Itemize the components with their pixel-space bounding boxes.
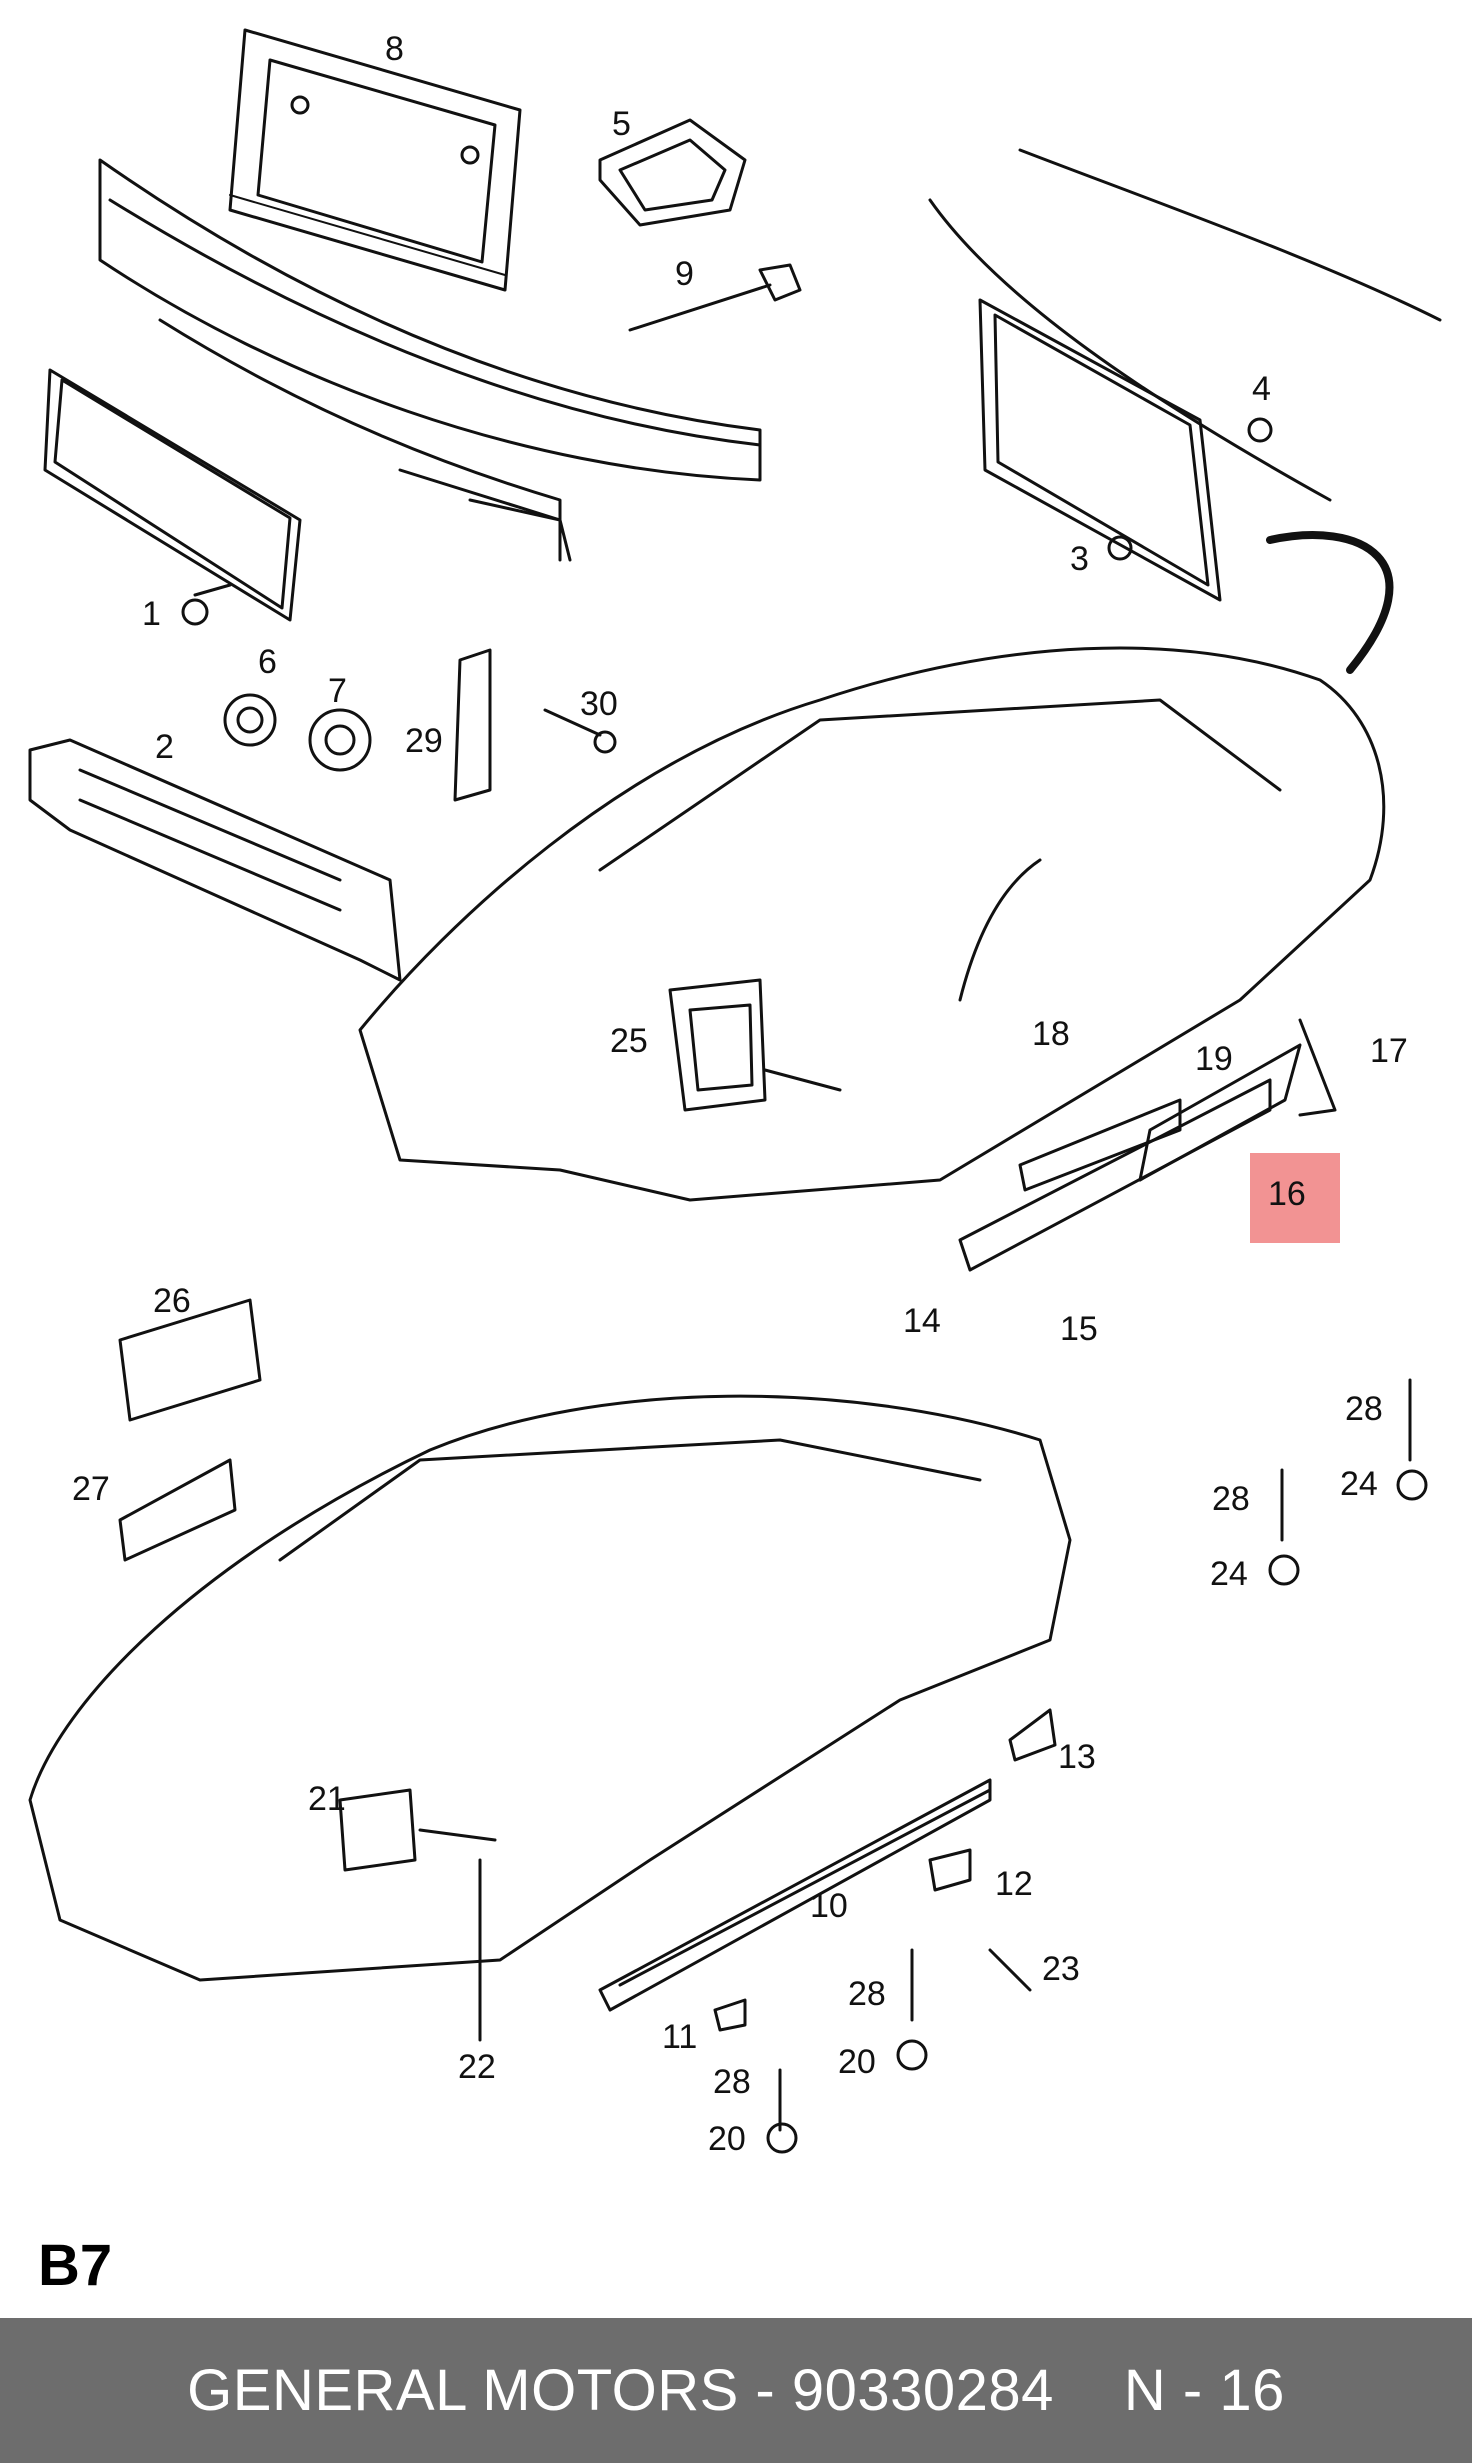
- part-2-bracket-drawing: [28, 738, 402, 982]
- callout-15: 15: [1060, 1310, 1098, 1348]
- front-bumper-drawing: [98, 158, 762, 562]
- callout-1: 1: [142, 595, 161, 633]
- part-26-27-drawing: [118, 1298, 262, 1562]
- callout-28: 28: [713, 2063, 751, 2101]
- part-21-22-drawing: [338, 1788, 497, 2042]
- front-license-plate-drawing: [43, 368, 302, 626]
- callout-19: 19: [1195, 1040, 1233, 1078]
- callout-14: 14: [903, 1302, 941, 1340]
- callout-16-highlight: [1250, 1153, 1340, 1243]
- callout-17: 17: [1370, 1032, 1408, 1070]
- callout-29: 29: [405, 722, 443, 760]
- upper-car-body-drawing: [358, 646, 1386, 1272]
- callout-20: 20: [708, 2120, 746, 2158]
- brand-part-number: GENERAL MOTORS - 90330284: [187, 2358, 1054, 2423]
- callout-6: 6: [258, 643, 277, 681]
- lower-car-body-drawing: [28, 1394, 1072, 2012]
- callout-12: 12: [995, 1865, 1033, 1903]
- callout-24: 24: [1340, 1465, 1378, 1503]
- callout-9: 9: [675, 255, 694, 293]
- callout-3: 3: [1070, 540, 1089, 578]
- callout-7: 7: [328, 672, 347, 710]
- part-5-drawing: [598, 118, 747, 227]
- part-6-7-drawing: [223, 693, 372, 772]
- callout-18: 18: [1032, 1015, 1070, 1053]
- callout-10: 10: [810, 1887, 848, 1925]
- callout-25: 25: [610, 1022, 648, 1060]
- callout-28: 28: [1345, 1390, 1383, 1428]
- callout-13: 13: [1058, 1738, 1096, 1776]
- callout-11: 11: [662, 2018, 697, 2056]
- license-plate-bracket-drawing: [228, 28, 522, 292]
- callout-2: 2: [155, 728, 174, 766]
- callout-21: 21: [308, 1780, 346, 1818]
- callout-23: 23: [1042, 1950, 1080, 1988]
- part-25-hinge-drawing: [668, 978, 842, 1112]
- callout-22: 22: [458, 2048, 496, 2086]
- fasteners-drawing: [713, 1378, 1428, 2154]
- callout-5: 5: [612, 105, 631, 143]
- callout-30: 30: [580, 685, 618, 723]
- rear-body-drawing: [928, 148, 1442, 674]
- callout-16: 16: [1268, 1175, 1306, 1213]
- footer-bar: GENERAL MOTORS - 90330284 N - 16: [0, 2318, 1472, 2463]
- callout-28: 28: [848, 1975, 886, 2013]
- callout-26: 26: [153, 1282, 191, 1320]
- callout-4: 4: [1252, 370, 1271, 408]
- callout-labels: 8 5 9 4 3 1 6 7 30 29 2 25 18 19 17 16 1…: [72, 30, 1408, 2158]
- part-29-30-drawing: [453, 648, 617, 802]
- section-code: B7: [38, 2233, 113, 2298]
- callout-24: 24: [1210, 1555, 1248, 1593]
- page-reference: N - 16: [1123, 2358, 1285, 2423]
- callout-27: 27: [72, 1470, 110, 1508]
- callout-8: 8: [385, 30, 404, 68]
- callout-28: 28: [1212, 1480, 1250, 1518]
- callout-20: 20: [838, 2043, 876, 2081]
- parts-diagram: 8 5 9 4 3 1 6 7 30 29 2 25 18 19 17 16 1…: [28, 28, 1442, 2158]
- part-9-drawing: [628, 263, 802, 332]
